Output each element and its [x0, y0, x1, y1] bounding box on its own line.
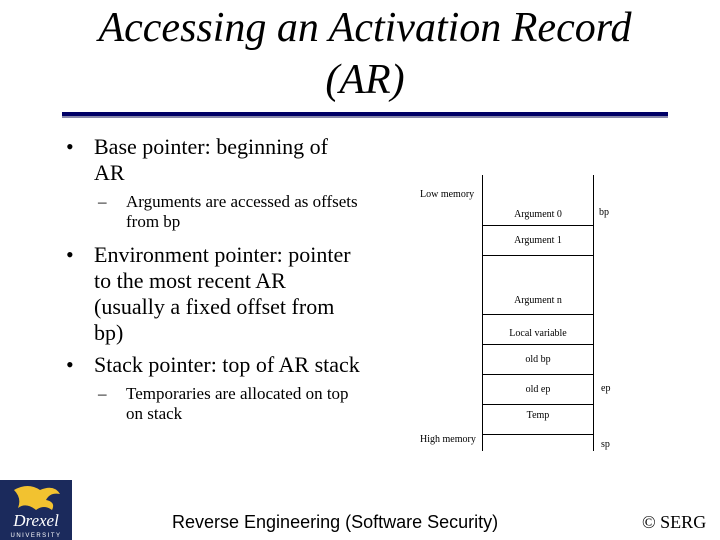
logo-wordmark: Drexel: [12, 511, 59, 530]
stack-cell-local-variable: Local variable: [483, 315, 593, 345]
drexel-logo: Drexel UNIVERSITY: [0, 480, 72, 540]
stack-cell-argument-1: Argument 1: [483, 226, 593, 256]
sub-bullet-text: Arguments are accessed as offsets from b…: [126, 192, 358, 231]
bullet-list: • Base pointer: beginning of AR – Argume…: [62, 134, 362, 434]
slide-title-line-2: (AR): [325, 57, 405, 103]
title-divider: [62, 112, 668, 118]
stack-column: Argument 0 Argument 1 Argument n Local v…: [482, 175, 594, 451]
high-memory-label: High memory: [420, 434, 476, 445]
stack-cell-old-bp: old bp: [483, 345, 593, 375]
logo-subtext: UNIVERSITY: [10, 533, 61, 539]
bullet-marker: •: [66, 134, 74, 159]
sp-pointer-label: sp: [601, 439, 610, 450]
bullet-text: Stack pointer: top of AR stack: [94, 352, 360, 377]
bullet-item: • Stack pointer: top of AR stack: [62, 352, 362, 378]
bullet-marker: •: [66, 242, 74, 267]
bullet-text: Environment pointer: pointer to the most…: [94, 242, 351, 345]
stack-cell-old-ep: old ep: [483, 375, 593, 405]
sub-bullet-marker: –: [98, 384, 107, 403]
sub-bullet-text: Temporaries are allocated on top on stac…: [126, 384, 349, 423]
dragon-icon: [14, 486, 60, 510]
sub-bullet-item: – Temporaries are allocated on top on st…: [62, 384, 362, 424]
slide-title-line-1: Accessing an Activation Record: [98, 5, 632, 51]
bullet-marker: •: [66, 352, 74, 377]
stack-cell-argument-0: Argument 0: [483, 175, 593, 226]
stack-cell-temp: Temp: [483, 405, 593, 435]
sub-bullet-item: – Arguments are accessed as offsets from…: [62, 192, 362, 232]
sub-bullet-marker: –: [98, 192, 107, 211]
activation-record-diagram: Low memory High memory Argument 0 Argume…: [418, 175, 628, 455]
slide-title: Accessing an Activation Record (AR): [40, 2, 690, 106]
stack-cell-argument-n: Argument n: [483, 256, 593, 315]
bullet-text: Base pointer: beginning of AR: [94, 134, 329, 185]
footer-copyright: © SERG: [642, 512, 707, 532]
bullet-item: • Base pointer: beginning of AR: [62, 134, 362, 186]
bp-pointer-label: bp: [599, 207, 609, 218]
footer-title: Reverse Engineering (Software Security): [172, 512, 499, 532]
bullet-item: • Environment pointer: pointer to the mo…: [62, 242, 362, 346]
low-memory-label: Low memory: [420, 189, 475, 200]
ep-pointer-label: ep: [601, 383, 611, 394]
